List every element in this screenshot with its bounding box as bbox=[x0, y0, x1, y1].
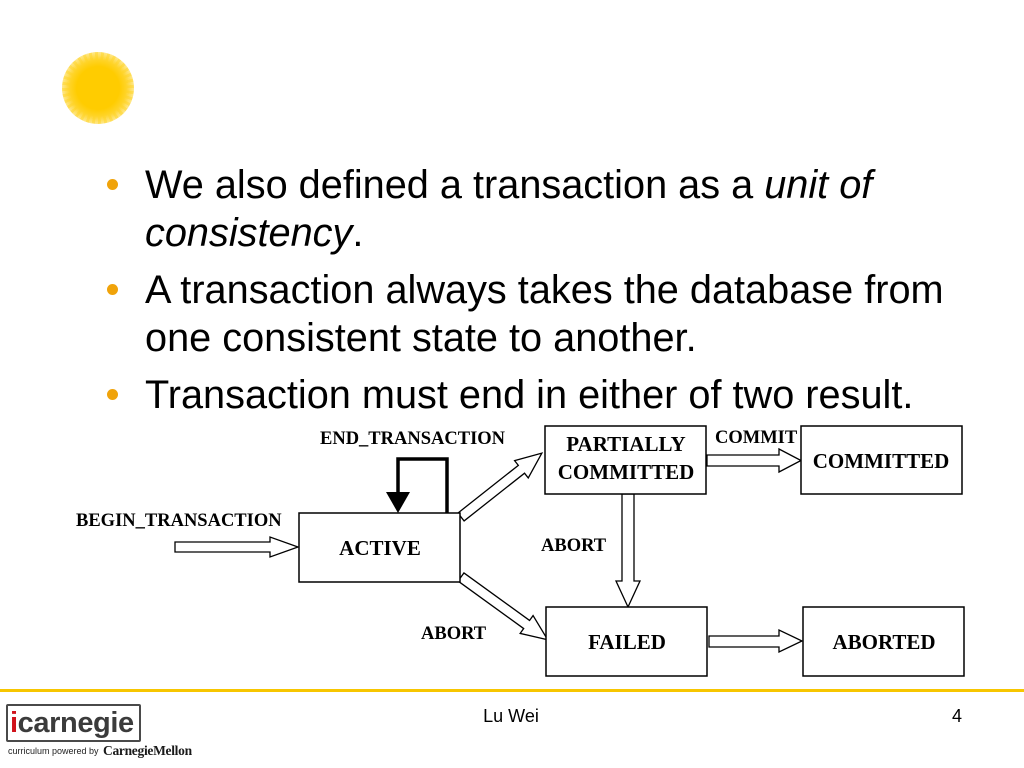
bullet-item: Transaction must end in either of two re… bbox=[107, 371, 975, 419]
state-label-aborted: ABORTED bbox=[832, 630, 935, 654]
bullet-item: A transaction always takes the database … bbox=[107, 266, 975, 362]
bullet-item: We also defined a transaction as a unit … bbox=[107, 161, 975, 257]
bullet-emphasis: unit of consistency bbox=[145, 163, 873, 255]
icarnegie-logo: icarnegie bbox=[6, 704, 141, 742]
partially-committed-to-failed-arrow bbox=[614, 493, 642, 609]
state-box-aborted bbox=[802, 606, 965, 677]
state-label-failed: FAILED bbox=[588, 630, 666, 654]
university-wordmark: CarnegieMellon bbox=[103, 743, 192, 758]
commit-arrow bbox=[706, 447, 803, 474]
logo-wordmark: icarnegie bbox=[10, 707, 134, 739]
active-to-partially-committed-arrow bbox=[456, 452, 544, 522]
state-label-committed: COMMITTED bbox=[813, 449, 950, 473]
begin-transaction-arrow bbox=[174, 536, 300, 558]
end-transaction-arrowhead-icon bbox=[386, 492, 410, 513]
sun-icon bbox=[62, 52, 134, 124]
state-label-partially-committed: COMMITTED bbox=[558, 460, 695, 484]
bullet-text-end: . bbox=[352, 211, 364, 255]
begin-transaction-label: BEGIN_TRANSACTION bbox=[76, 511, 282, 531]
state-label-active: ACTIVE bbox=[339, 536, 421, 560]
bullet-text: A transaction always takes the database … bbox=[145, 268, 944, 360]
state-box-failed bbox=[545, 606, 708, 677]
slide-number: 4 bbox=[951, 706, 962, 726]
powered-by-text: curriculum powered by bbox=[8, 746, 99, 756]
state-box-partially-committed bbox=[544, 425, 707, 495]
active-to-failed-arrow bbox=[457, 572, 550, 641]
abort-from-partially-committed-label: ABORT bbox=[541, 536, 607, 556]
footer-author: Lu Wei bbox=[483, 706, 539, 726]
state-label-partially: PARTIALLY bbox=[566, 432, 685, 456]
state-box-active bbox=[298, 512, 461, 583]
bullet-icon bbox=[107, 284, 118, 295]
state-box-committed bbox=[800, 425, 963, 495]
bullet-icon bbox=[107, 179, 118, 190]
transaction-state-diagram: ACTIVE PARTIALLY COMMITTED COMMITTED FAI… bbox=[76, 425, 965, 677]
bullet-icon bbox=[107, 389, 118, 400]
commit-label: COMMIT bbox=[715, 428, 798, 448]
bullet-text: We also defined a transaction as a bbox=[145, 163, 765, 207]
bullet-text: Transaction must end in either of two re… bbox=[145, 373, 914, 417]
bullet-list: We also defined a transaction as a unit … bbox=[107, 161, 975, 428]
footer-divider bbox=[0, 689, 1024, 692]
end-transaction-label: END_TRANSACTION bbox=[320, 429, 506, 449]
failed-to-aborted-arrow bbox=[708, 628, 804, 654]
end-transaction-loop bbox=[396, 457, 449, 513]
abort-from-active-label: ABORT bbox=[421, 624, 487, 644]
